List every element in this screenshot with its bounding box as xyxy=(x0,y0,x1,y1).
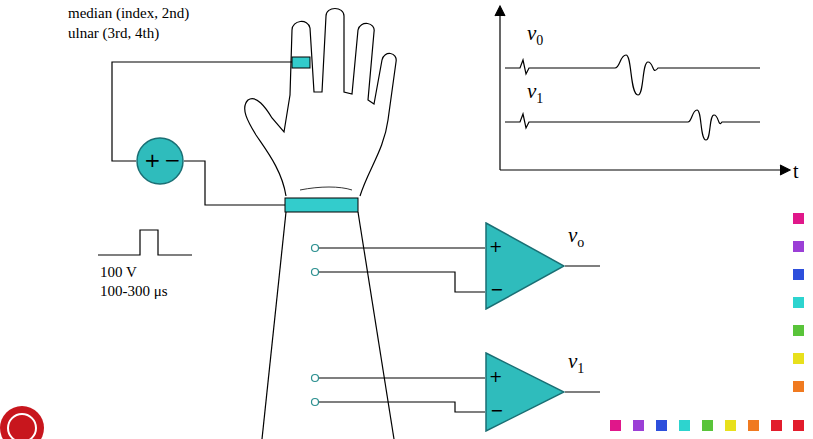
stimulator: +− xyxy=(136,137,184,185)
recording-electrodes xyxy=(312,245,319,406)
hand-outline xyxy=(245,9,397,439)
polarity-sign: + xyxy=(489,369,502,385)
trace-name: ν1 xyxy=(527,80,543,107)
polarity-sign: + xyxy=(489,239,502,255)
amplifier: +− xyxy=(485,222,565,310)
wrist-electrode xyxy=(285,198,358,212)
pulse-waveform xyxy=(98,230,192,255)
signal-name: νo xyxy=(568,224,584,251)
pulse-duration: 100-300 μs xyxy=(100,283,168,300)
polarity-sign: − xyxy=(490,403,503,419)
amplifier-shape xyxy=(485,352,565,432)
pulse-amplitude: 100 V xyxy=(100,264,137,281)
finger-electrode xyxy=(292,57,310,68)
polarity-sign: − xyxy=(490,282,503,298)
nerve-label: median (index, 2nd) xyxy=(68,5,189,22)
polarity-sign: − xyxy=(164,150,181,170)
trace-name: ν0 xyxy=(527,22,543,49)
logo xyxy=(0,406,44,439)
axis-label: t xyxy=(793,160,799,182)
graph xyxy=(495,6,790,175)
wires xyxy=(98,62,600,412)
color-squares xyxy=(610,213,804,431)
signal-name: ν1 xyxy=(568,350,584,377)
amplifier: +− xyxy=(485,352,565,432)
polarity-sign: + xyxy=(144,150,161,170)
nerve-label: ulnar (3rd, 4th) xyxy=(68,25,159,42)
